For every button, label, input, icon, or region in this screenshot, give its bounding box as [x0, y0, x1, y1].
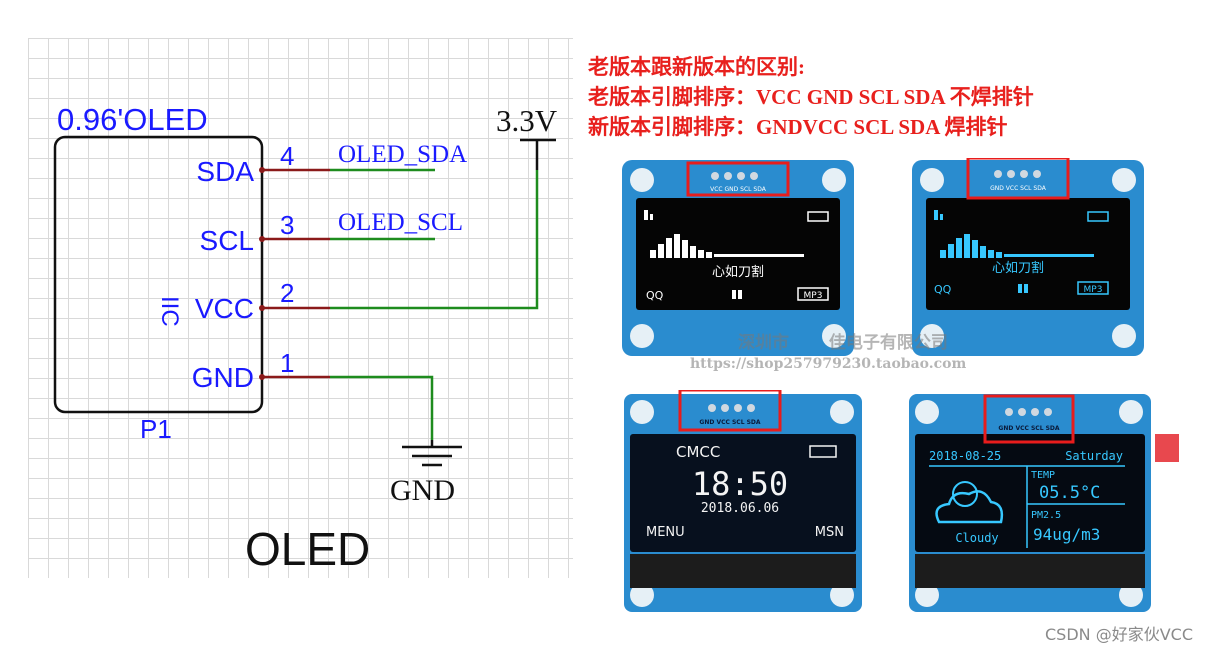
oled-module-new-blue: GND VCC SCL SDA 心如刀割 QQ MP3 [912, 158, 1144, 356]
power-label: 3.3V [496, 103, 558, 138]
pm-label: PM2.5 [1031, 510, 1061, 521]
csdn-watermark: CSDN @好家伙VCC [1045, 625, 1193, 644]
qq-label: QQ [934, 283, 952, 296]
net-label-oled-scl: OLED_SCL [338, 209, 463, 236]
header-pins-label: GND VCC SCL SDA [699, 419, 760, 426]
notes-line-1: 老版本跟新版本的区别: [588, 55, 805, 79]
weather-condition: Cloudy [955, 531, 998, 545]
oled-module-weather: GND VCC SCL SDA 2018-08-25 Saturday Clou… [909, 394, 1179, 612]
carrier-label: CMCC [676, 443, 720, 461]
header-pins-label: VCC GND SCL SDA [710, 186, 767, 193]
chip-subtitle: IIC [156, 296, 183, 327]
lyric-text: 心如刀割 [992, 260, 1044, 276]
chip-title: 0.96'OLED [57, 102, 208, 137]
ground-label: GND [390, 474, 455, 507]
qq-label: QQ [646, 289, 664, 302]
pin-number-2: 2 [280, 278, 294, 308]
msn-label: MSN [815, 525, 844, 540]
diagram-caption: OLED [245, 523, 370, 575]
shop-watermark-line2: https://shop257979230.taobao.com [690, 356, 967, 372]
pin-lines [262, 168, 330, 379]
mp3-label: MP3 [1084, 285, 1103, 295]
oled-chip-body [53, 135, 264, 414]
clock-time: 18:50 [692, 465, 788, 503]
ground-symbol [402, 440, 462, 467]
header-pins-label: GND VCC SCL SDA [998, 425, 1059, 432]
version-notes: 老版本跟新版本的区别: 老版本引脚排序：VCC GND SCL SDA 不焊排针… [588, 52, 1034, 142]
mp3-label: MP3 [804, 291, 823, 301]
pin-number-1: 1 [280, 348, 294, 378]
oled-module-clock: GND VCC SCL SDA CMCC 18:50 2018.06.06 ME… [624, 390, 862, 612]
lyric-text: 心如刀割 [712, 264, 764, 280]
net-label-oled-sda: OLED_SDA [338, 141, 467, 168]
net-wires [330, 168, 539, 440]
clock-date: 2018.06.06 [701, 501, 779, 516]
temp-value: 05.5°C [1039, 483, 1100, 503]
pin-name-vcc: VCC [195, 293, 254, 324]
temp-label: TEMP [1031, 470, 1055, 481]
shop-watermark-line1: 深圳市 佳电子有限公司 [738, 333, 948, 353]
cloudy-weather-icon [935, 481, 1004, 524]
weather-date: 2018-08-25 [929, 449, 1001, 463]
pin-name-gnd: GND [192, 362, 254, 393]
pin-name-sda: SDA [196, 156, 254, 187]
power-symbol [520, 138, 556, 170]
pin-number-4: 4 [280, 141, 294, 171]
designator: P1 [140, 414, 172, 444]
notes-line-2: 老版本引脚排序：VCC GND SCL SDA 不焊排针 [588, 85, 1034, 109]
schematic-diagram: 0.96'OLED P1 IIC SDA SCL VCC GND 4 3 2 1… [53, 102, 558, 575]
weather-day: Saturday [1065, 449, 1123, 463]
oled-module-old-white: VCC GND SCL SDA 心如刀割 QQ MP3 [622, 160, 854, 356]
pin-name-scl: SCL [200, 225, 254, 256]
notes-line-3: 新版本引脚排序：GNDVCC SCL SDA 焊排针 [588, 115, 1008, 139]
menu-label: MENU [646, 525, 685, 540]
pm-value: 94ug/m3 [1033, 525, 1100, 544]
pin-number-3: 3 [280, 210, 294, 240]
header-pins-label: GND VCC SCL SDA [990, 185, 1047, 192]
